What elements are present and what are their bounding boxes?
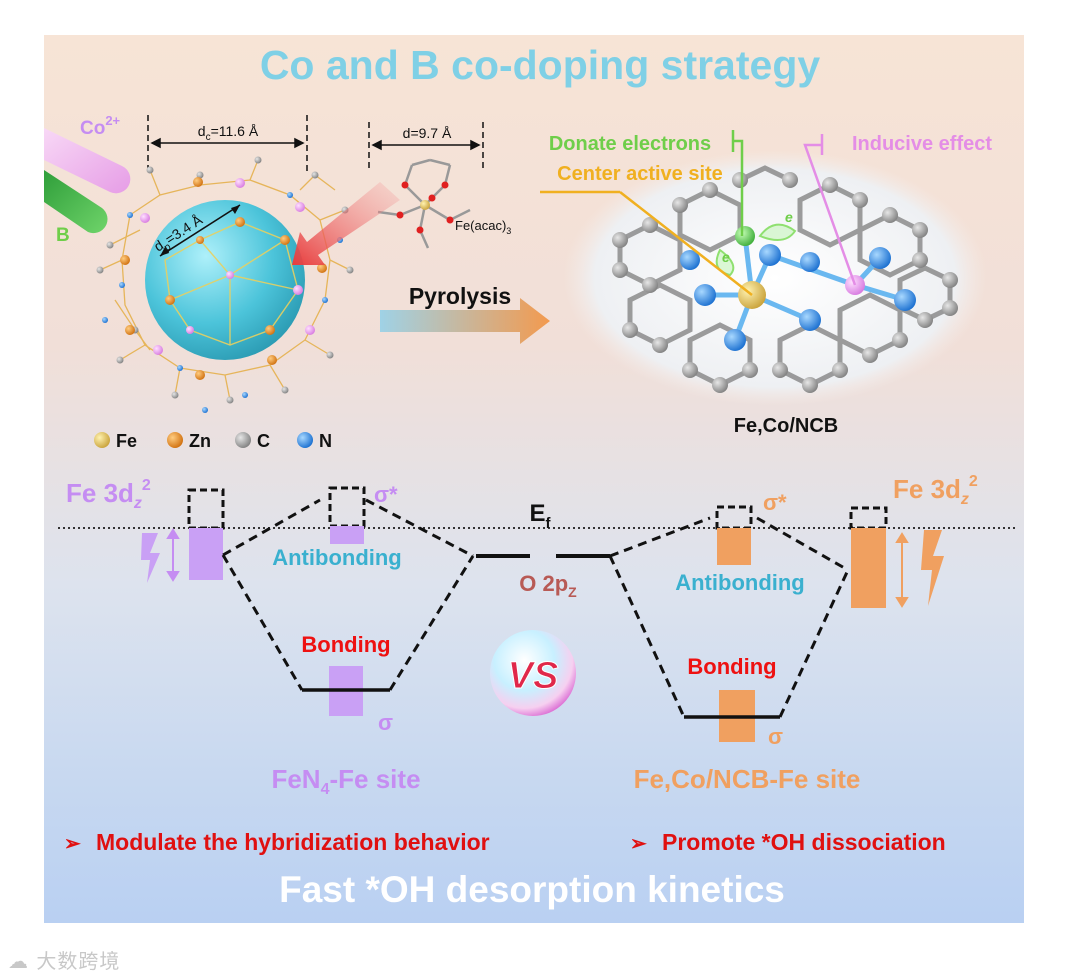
- right-antibonding-filled: [717, 528, 751, 565]
- pyrolysis-label: Pyrolysis: [409, 283, 511, 309]
- dc-label: dc=11.6 Å: [198, 123, 259, 143]
- right-antibonding-empty: [717, 507, 751, 528]
- watermark-text: 大数跨境: [36, 949, 120, 973]
- bullet-2-text: Promote *OH dissociation: [662, 829, 946, 855]
- right-fe-orbital-label: Fe 3dz2: [893, 473, 978, 508]
- left-antibonding-label: Antibonding: [272, 545, 402, 570]
- co-ion-label: Co2+: [80, 113, 121, 139]
- svg-text:C: C: [257, 431, 270, 451]
- d-label: d=9.7 Å: [403, 125, 452, 141]
- legend-c: C: [235, 431, 270, 451]
- product-label: Fe,Co/NCB: [734, 415, 838, 437]
- watermark: ☁ 大数跨境: [8, 945, 120, 974]
- b-atom: [735, 226, 755, 246]
- fermi-level-label: Ef: [529, 500, 551, 532]
- left-sigma: σ: [378, 710, 393, 735]
- right-sigma-star: σ*: [763, 490, 787, 515]
- atom-legend: Fe Zn C N: [94, 431, 332, 451]
- left-antibonding-filled: [330, 526, 364, 544]
- left-lightning-icon: [141, 533, 160, 583]
- donate-electrons-label: Donate electrons: [549, 133, 711, 155]
- feacac-label: Fe(acac)3: [455, 218, 511, 236]
- left-fe-arrow: [168, 530, 178, 580]
- left-site-label: FeN4-Fe site: [271, 764, 420, 798]
- right-sigma: σ: [768, 724, 783, 749]
- vs-label: VS: [508, 655, 559, 697]
- svg-text:Zn: Zn: [189, 431, 211, 451]
- right-antibonding-label: Antibonding: [675, 570, 805, 595]
- right-fe-arrow: [897, 534, 907, 606]
- right-lightning-icon: [921, 530, 944, 606]
- o2p-label: O 2pZ: [519, 571, 577, 600]
- electron-label-left: e: [722, 249, 730, 265]
- legend-zn: Zn: [167, 431, 211, 451]
- left-fe-orbital-label: Fe 3dz2: [66, 477, 151, 512]
- watermark-logo-icon: ☁: [8, 949, 29, 973]
- left-sigma-star: σ*: [374, 482, 398, 507]
- center-active-site-label: Center active site: [557, 163, 723, 185]
- legend-fe: Fe: [94, 431, 137, 451]
- right-fe-filled-state: [851, 528, 886, 608]
- bullet-1-marker: ➢: [64, 833, 81, 855]
- pore-sphere: [145, 200, 305, 360]
- right-bonding-label: Bonding: [687, 654, 776, 679]
- bullet-1: ➢ Modulate the hybridization behavior: [64, 829, 490, 855]
- svg-text:N: N: [319, 431, 332, 451]
- bullet-1-text: Modulate the hybridization behavior: [96, 829, 490, 855]
- left-fe-filled-state: [189, 528, 223, 580]
- bullet-2: ➢ Promote *OH dissociation: [630, 829, 946, 855]
- bottom-title: Fast *OH desorption kinetics: [279, 869, 785, 910]
- electron-label-right: e: [785, 209, 793, 225]
- legend-n: N: [297, 431, 332, 451]
- left-bonding-label: Bonding: [301, 632, 390, 657]
- insertion-arrow: [292, 182, 400, 265]
- bullet-2-marker: ➢: [630, 833, 647, 855]
- svg-text:Fe: Fe: [116, 431, 137, 451]
- b-label: B: [56, 225, 70, 246]
- inducive-effect-label: Inducive effect: [852, 133, 992, 155]
- left-fe-empty-state: [189, 490, 223, 528]
- right-fe-empty-state: [851, 508, 886, 528]
- figure-title: Co and B co-doping strategy: [260, 42, 821, 88]
- right-site-label: Fe,Co/NCB-Fe site: [634, 764, 861, 794]
- left-antibonding-empty: [330, 488, 364, 526]
